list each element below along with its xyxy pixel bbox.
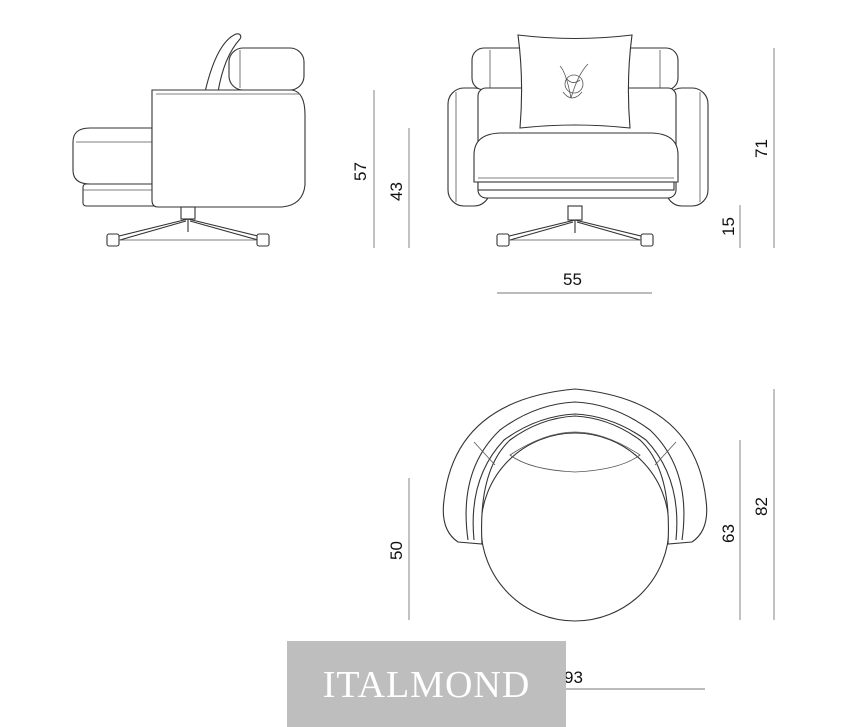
- watermark-text: ITALMOND: [322, 664, 531, 706]
- top-view: [442, 388, 708, 622]
- dim-label-15: 15: [719, 217, 738, 236]
- dim-label-50: 50: [387, 541, 406, 560]
- dim-label-71: 71: [752, 139, 771, 158]
- dim-label-43: 43: [387, 182, 406, 201]
- dim-label-63: 63: [719, 524, 738, 543]
- italmond-watermark: ITALMOND: [287, 641, 566, 727]
- dim-label-93: 93: [564, 668, 583, 687]
- dim-label-57: 57: [351, 162, 370, 181]
- dim-label-82: 82: [752, 497, 771, 516]
- front-view: [447, 34, 709, 247]
- pillow-monogram: [559, 63, 589, 99]
- dim-label-55: 55: [563, 270, 582, 289]
- side-view: [72, 33, 306, 247]
